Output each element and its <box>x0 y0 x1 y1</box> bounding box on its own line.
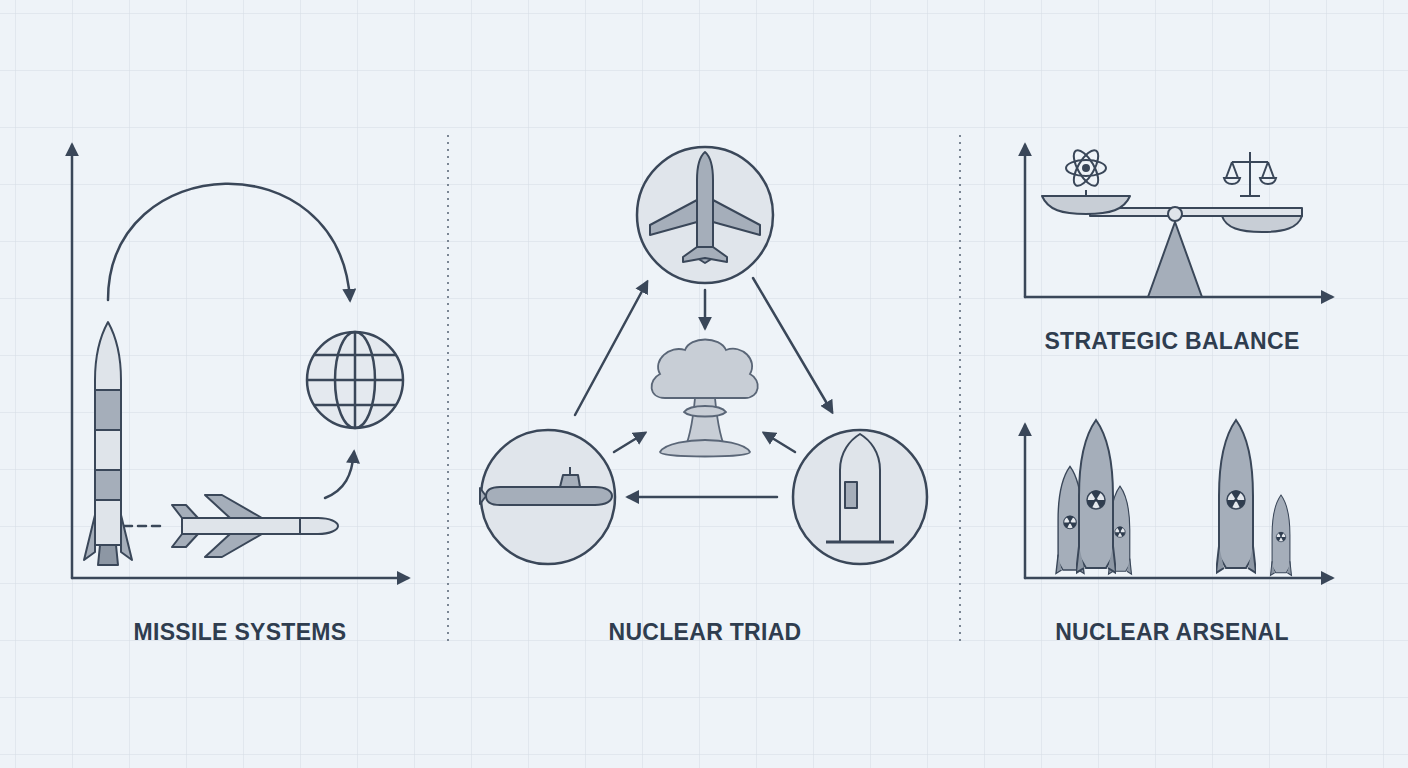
panel-label: STRATEGIC BALANCE <box>1044 328 1299 355</box>
panel-label: MISSILE SYSTEMS <box>134 619 347 646</box>
panel-label: NUCLEAR ARSENAL <box>1055 619 1289 646</box>
panel-label: NUCLEAR TRIAD <box>609 619 802 646</box>
